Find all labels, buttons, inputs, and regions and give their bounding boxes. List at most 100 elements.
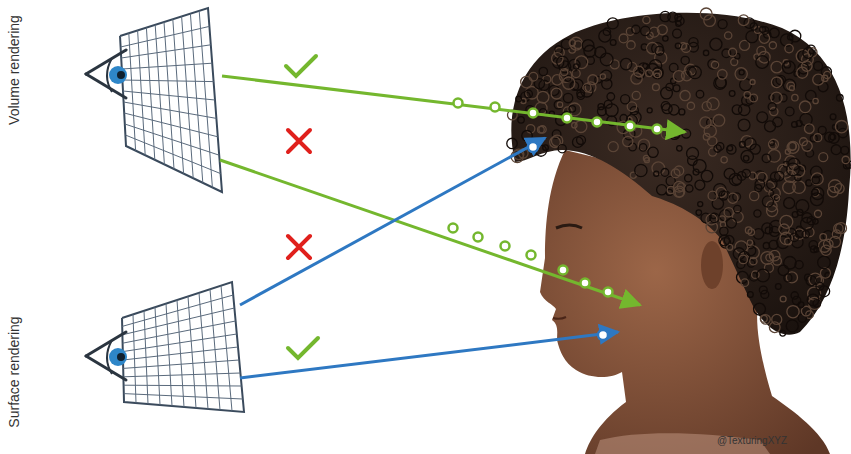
hair-curl [738,15,749,26]
sample-point [491,103,500,112]
image-plane [122,282,244,412]
hair-curl [802,231,809,238]
hair-curl [577,136,586,145]
hair-curl [721,157,727,163]
hair-curl [626,121,636,131]
hair-curl [784,61,791,68]
hair-curl [798,302,804,308]
hair-curl [820,234,827,241]
hair-curl [703,133,710,140]
hair-curl [522,131,533,142]
hair-curl [821,245,831,255]
hair-curl [687,67,696,76]
hair-curl [627,41,635,49]
hair-curl [741,279,749,287]
hair [511,13,850,335]
hair-curl [563,93,572,102]
hair-curl [675,43,681,49]
hair-curl [718,70,728,80]
hair-curl [676,21,681,26]
hair-curl [779,224,789,234]
hair-curl [554,100,562,108]
hair-curl [789,142,797,150]
hair-curl [620,58,631,69]
hair-curl [761,315,771,325]
hair-curl [769,42,776,49]
sample-point [581,279,590,288]
hair-curl [708,191,717,200]
grid-line [125,124,219,155]
hair-curl [710,213,719,222]
grid-line [123,373,240,377]
hair-curl [539,126,546,133]
hair-curls [507,8,851,336]
hair-curl [698,202,703,207]
hair-curl [811,187,823,199]
hair-curl [779,94,787,102]
grid-line [188,296,196,408]
hair-curl [793,181,806,194]
hair-curl [787,306,799,318]
sample-point [527,251,536,260]
hair-curl [649,27,659,37]
hair-curl [731,59,738,66]
hair-curl [619,34,628,43]
hair-curl [801,217,814,230]
hair-curl [573,137,584,148]
grid-line [125,135,220,174]
hair-curl [663,36,668,41]
hair-curl [702,102,711,111]
hair-curl [739,70,744,75]
hair-curl [786,320,798,332]
hair-curl [768,103,776,111]
hair-curl [669,105,679,115]
hair-curl [668,12,678,22]
image-plane [120,8,222,192]
hair-curl [696,90,704,98]
hair-curl [729,48,737,56]
hair-curl [802,61,812,71]
hair-curl [806,276,816,286]
hair-curl [653,69,661,77]
hair-curl [635,164,647,176]
hair-curl [801,306,811,316]
grid-line [124,385,242,387]
hair-curl [529,72,538,81]
hair-curl [557,56,569,68]
hair-curl [728,193,738,203]
hair-curl [757,172,767,182]
hair-curl [789,30,801,42]
hair-curl [782,61,795,74]
hair-curl [671,169,680,178]
hair-curl [814,62,823,71]
hair-curl [771,77,782,88]
hair-curl [713,115,725,127]
hair-curl [680,91,690,101]
hair-curl [602,79,612,89]
hair-curl [551,88,562,99]
grid-line [123,91,215,100]
hair-curl [775,284,781,290]
row-label: Surface rendering [6,316,22,427]
hair-curl [600,53,613,66]
grid-line [221,286,232,411]
hair-curl [537,91,549,103]
hair-curl [837,95,844,102]
eye-brow [556,225,582,228]
hair-curl [708,137,717,146]
hair-curl [770,28,780,38]
hair-curl [623,136,633,146]
hair-curl [582,40,594,52]
hair-curl [700,8,712,20]
hair-curl [643,16,650,23]
hair-curl [570,37,583,50]
camera [86,282,244,412]
hair-curl [737,271,749,283]
hair-curl [552,75,562,85]
hair-curl [686,185,693,192]
hair-curl [756,56,769,69]
grid-line [199,293,208,409]
hair-curl [703,50,708,55]
hair-curl [714,184,727,197]
hair-curl [632,25,640,33]
